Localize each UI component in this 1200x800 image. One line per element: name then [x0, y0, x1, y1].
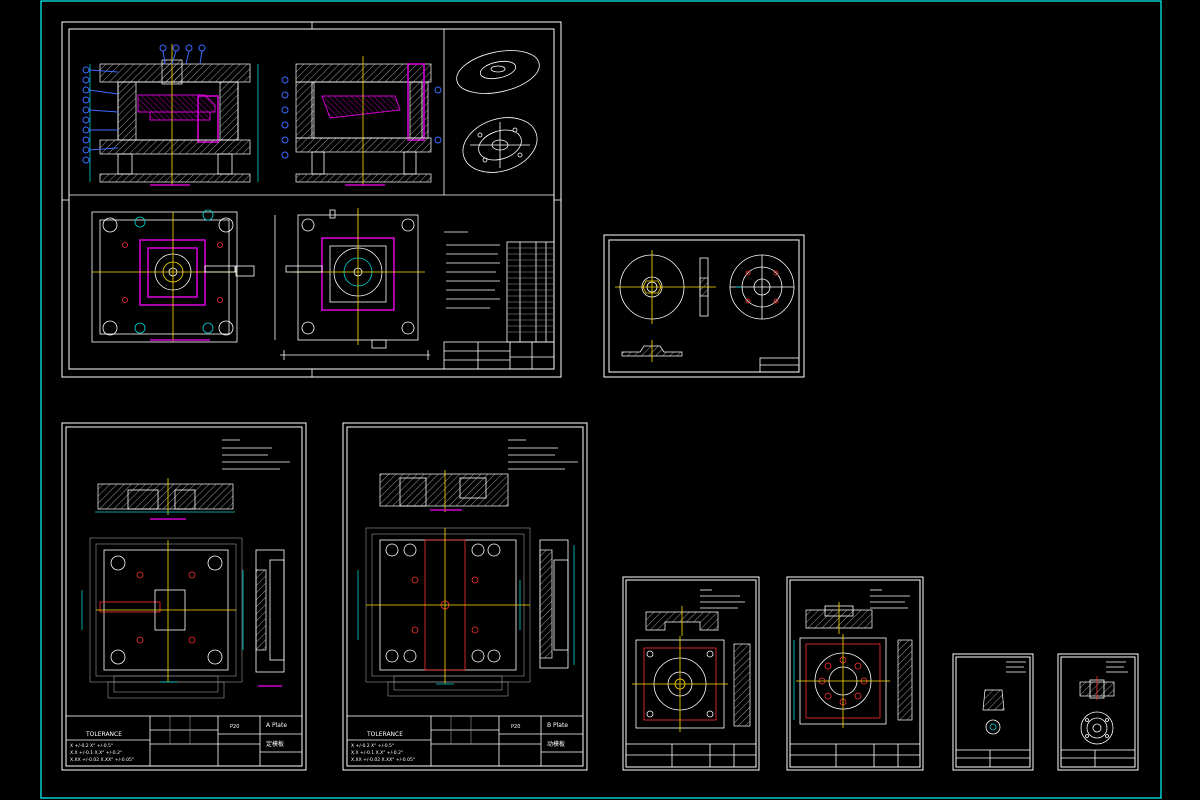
part-section-view	[621, 340, 683, 362]
cavity-plan	[632, 636, 728, 732]
a-plate-material: P20	[230, 724, 239, 730]
sheet-part[interactable]	[603, 234, 805, 378]
product-iso-views	[456, 50, 540, 173]
a-plate-tol-row-3: X.XX +/-0.02 X.XX° +/-0.05°	[70, 757, 134, 763]
core-notes	[870, 589, 910, 609]
sheet-core-insert[interactable]	[786, 576, 924, 771]
a-plate-tol-row-2: X.X +/-0.1 X.X° +/-0.2°	[70, 750, 122, 756]
a-plate-title-zh: 定模板	[266, 740, 284, 748]
tech-notes	[444, 231, 500, 309]
a-plate-tol-row-1: X +/-0.2 X° +/-0.5°	[70, 743, 113, 749]
b-plate-side	[539, 539, 575, 669]
a-plate-title-block: TOLERANCE P20 A Plate 定模板 X +/-0.2 X° +/…	[65, 715, 303, 767]
core-plan	[793, 634, 890, 728]
section-view-1	[89, 44, 259, 186]
core-title-block	[789, 743, 921, 768]
core-section	[805, 602, 873, 634]
a-plate-notes	[222, 439, 290, 470]
a-plate-part-name: A Plate	[266, 722, 287, 729]
b-plate-title-zh: 动模板	[547, 740, 565, 748]
sheet-sprue-bushing[interactable]	[1057, 653, 1139, 771]
b-plate-plan	[357, 527, 531, 697]
sheet-a-plate[interactable]: TOLERANCE P20 A Plate 定模板 X +/-0.2 X° +/…	[61, 422, 307, 771]
cavity-side	[733, 643, 751, 727]
a-plate-tolerance-heading: TOLERANCE	[85, 731, 122, 738]
part-rear-view	[729, 254, 795, 320]
part-side-view	[690, 257, 716, 317]
b-plate-tol-row-3: X.XX +/-0.02 X.XX° +/-0.05°	[351, 757, 415, 763]
b-plate-notes	[508, 439, 578, 470]
b-plate-section	[379, 470, 509, 512]
drawing-border	[40, 0, 1162, 799]
b-plate-tolerance-heading: TOLERANCE	[366, 731, 403, 738]
b-plate-title-block: TOLERANCE P20 B Plate 动模板 X +/-0.2 X° +/…	[346, 715, 584, 767]
b-plate-tol-row-1: X +/-0.2 X° +/-0.5°	[351, 743, 394, 749]
sprue-plan	[1080, 711, 1114, 745]
sheet-small-insert[interactable]	[952, 653, 1034, 771]
cavity-section	[645, 606, 719, 636]
a-plate-plan	[81, 537, 244, 699]
small-insert-section	[982, 689, 1005, 711]
b-plate-material: P20	[511, 724, 520, 730]
sheet-assembly[interactable]	[61, 21, 562, 378]
section-view-2	[281, 56, 442, 186]
part-front-view	[615, 250, 690, 324]
a-plate-side	[255, 549, 285, 687]
sheet-cavity-insert[interactable]	[622, 576, 760, 771]
sprue-section	[1079, 676, 1115, 700]
cavity-notes	[700, 589, 745, 609]
balloon-callouts-1	[82, 44, 206, 186]
core-side	[897, 639, 913, 721]
cavity-title-block	[625, 743, 757, 768]
b-plate-tol-row-2: X.X +/-0.1 X.X° +/-0.2°	[351, 750, 403, 756]
plan-view-left	[91, 209, 255, 343]
b-plate-part-name: B Plate	[547, 722, 568, 729]
sheet-b-plate[interactable]: TOLERANCE P20 B Plate 动模板 X +/-0.2 X° +/…	[342, 422, 588, 771]
a-plate-section	[95, 478, 235, 520]
bom-table	[443, 241, 555, 370]
plan-view-right	[274, 208, 430, 360]
